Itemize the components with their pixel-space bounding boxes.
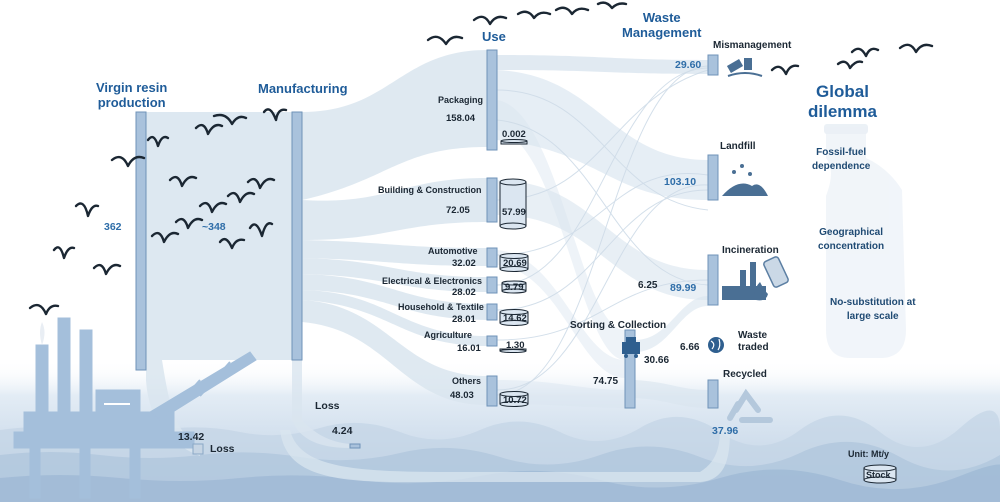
- incineration-label: Incineration: [722, 245, 779, 256]
- sector-use-automotive: 32.02: [452, 258, 476, 269]
- landfill-label: Landfill: [720, 141, 756, 152]
- sector-name-electrical: Electrical & Electronics: [382, 276, 483, 286]
- manufacturing-loss-value: 4.24: [332, 425, 353, 437]
- use-header: Use: [482, 29, 506, 44]
- mismanagement-label: Mismanagement: [713, 40, 792, 51]
- waste-traded-label: Waste traded: [738, 330, 769, 353]
- sector-use-others: 48.03: [450, 390, 474, 401]
- seagull-icons: [28, 1, 934, 316]
- landfill-value: 103.10: [664, 176, 697, 188]
- mismanagement-value: 29.60: [675, 59, 702, 71]
- sector-use-agriculture: 16.01: [457, 343, 481, 354]
- sector-stock-household: 14.62: [503, 313, 527, 324]
- sector-stock-others: 10.72: [503, 395, 527, 406]
- sector-use-packaging: 158.04: [446, 113, 476, 124]
- sector-use-household: 28.01: [452, 314, 476, 325]
- virgin-resin-header: Virgin resin production: [96, 80, 168, 110]
- cylinder-stock-icon-agriculture: [499, 348, 527, 353]
- sector-stock-electrical: 9.79: [505, 282, 524, 293]
- cylinder-stock-icon-household: [499, 309, 529, 326]
- global-dilemma-header: Global dilemma: [808, 82, 877, 121]
- sorting-input-value: 74.75: [593, 376, 619, 387]
- incineration-inflow-value: 6.25: [638, 280, 658, 291]
- landfill-icon: [722, 164, 768, 196]
- nodes: [135, 49, 719, 449]
- cylinder-stock-icon-electrical: [501, 280, 527, 294]
- sorting-truck-icon: [622, 337, 640, 358]
- sector-name-packaging: Packaging: [438, 95, 484, 105]
- production-loss-label: Loss: [210, 443, 235, 455]
- production-loss-value: 13.42: [178, 431, 205, 443]
- can-icon: [763, 256, 789, 288]
- thin-flow-lines: [496, 65, 709, 396]
- dilemma-geographical: Geographical concentration: [818, 227, 885, 252]
- virgin-resin-value: 362: [104, 221, 122, 233]
- waste-traded-value: 6.66: [680, 342, 700, 353]
- sector-stock-packaging: 0.002: [502, 129, 526, 140]
- flows: [146, 50, 730, 482]
- sector-name-household: Household & Textile: [398, 302, 484, 312]
- sector-stock-agriculture: 1.30: [506, 340, 525, 351]
- sector-name-others: Others: [452, 376, 482, 386]
- cylinder-stock-icon-building: [499, 178, 527, 230]
- incinerator-icon: [722, 262, 768, 301]
- globe-icon: [708, 337, 724, 353]
- ocean-trash-icon: [726, 58, 763, 77]
- legend-stock-label: Stock: [866, 470, 891, 480]
- sea-background: [0, 360, 1000, 502]
- recycled-label: Recycled: [723, 369, 767, 380]
- recycled-value: 37.96: [712, 425, 739, 437]
- sorting-collection-label: Sorting & Collection: [570, 320, 667, 331]
- oil-platform-icon: [13, 317, 257, 499]
- manufacturing-header: Manufacturing: [258, 81, 348, 96]
- sector-name-agriculture: Agriculture: [424, 330, 473, 340]
- sector-stock-building: 57.99: [502, 207, 526, 218]
- stock-cylinders: [499, 139, 897, 484]
- sector-name-building: Building & Construction: [378, 185, 482, 195]
- bottle-silhouette-icon: [824, 124, 906, 358]
- sector-stock-automotive: 20.69: [503, 258, 527, 269]
- sector-use-building: 72.05: [446, 205, 470, 216]
- cylinder-stock-icon-packaging: [500, 139, 528, 145]
- incineration-value: 89.99: [670, 282, 697, 294]
- manufacturing-loss-label: Loss: [315, 400, 340, 412]
- sector-use-electrical: 28.02: [452, 287, 476, 298]
- dilemma-no-substitution: No-substitution at large scale: [830, 297, 916, 322]
- dilemma-fossil-fuel: Fossil-fuel dependence: [812, 147, 871, 172]
- cylinder-stock-icon-automotive: [499, 253, 529, 272]
- legend-unit: Unit: Mt/y: [848, 449, 889, 459]
- sector-name-automotive: Automotive: [428, 246, 478, 256]
- sorting-output-value: 30.66: [644, 355, 670, 366]
- manufacturing-input-value: ~348: [202, 221, 226, 233]
- recycle-icon: [727, 388, 773, 423]
- cylinder-stock-icon-legend: [863, 464, 897, 484]
- waste-management-header: Waste Management: [622, 10, 702, 40]
- cylinder-stock-icon-others: [499, 391, 529, 407]
